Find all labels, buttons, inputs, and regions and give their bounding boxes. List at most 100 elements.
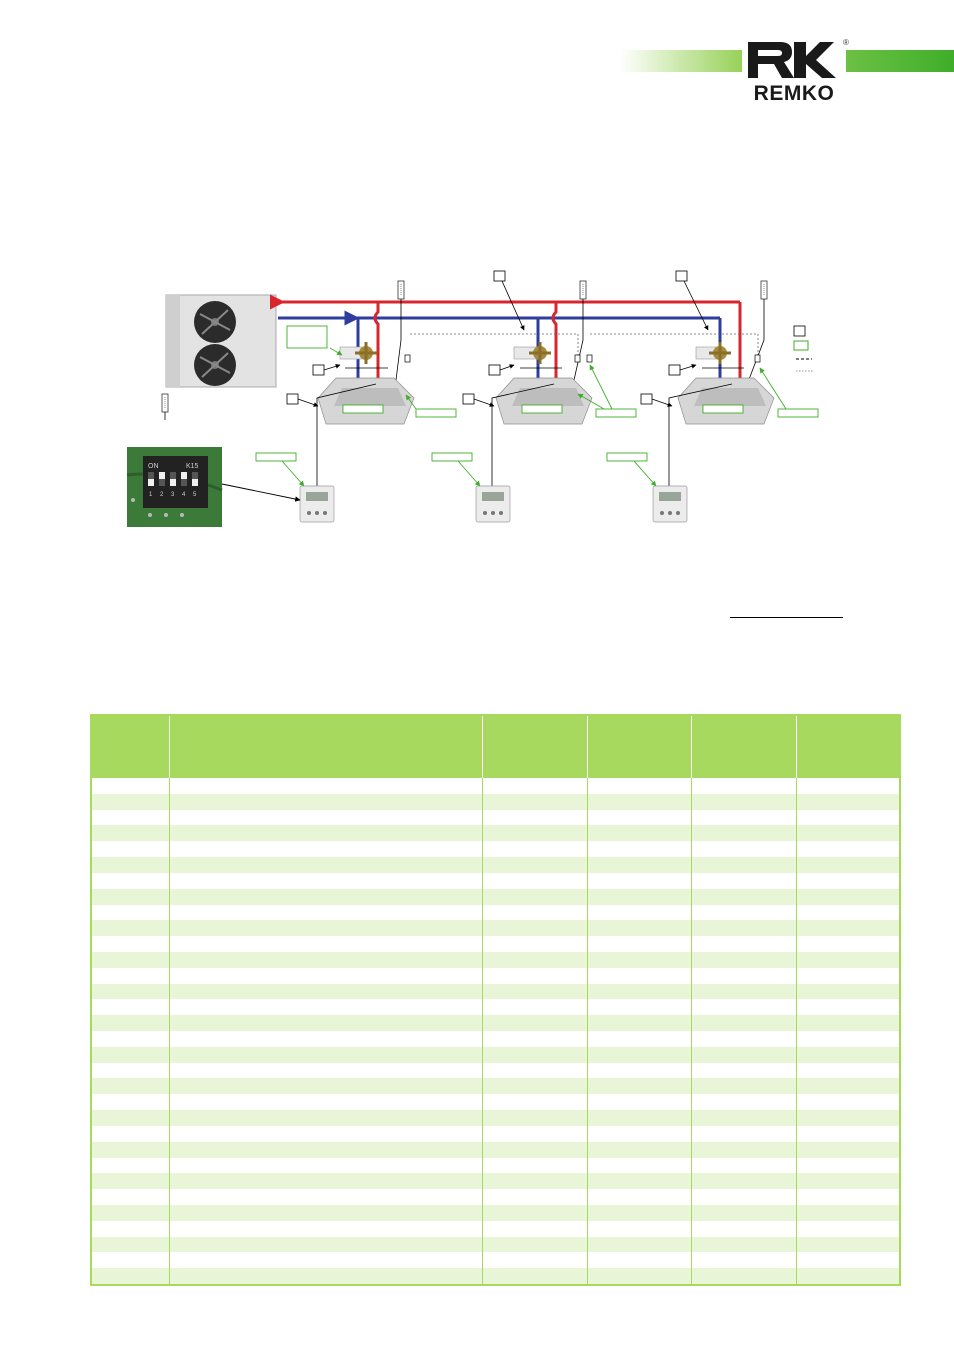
table-row [92,1031,899,1047]
table-cell [482,872,588,889]
table-cell [796,872,899,889]
remote-control-icon [652,485,688,523]
table-cell [587,1141,692,1158]
table-cell [482,1220,588,1237]
table-cell [587,888,692,905]
table-cell [169,1157,483,1174]
table-cell [169,1125,483,1142]
table-row [92,999,899,1016]
column-header [169,716,483,778]
table-row [92,1078,899,1095]
table-cell [796,1220,899,1237]
table-cell [587,1046,692,1063]
table-cell [92,1110,170,1126]
table-cell [92,936,170,952]
remko-logo [742,38,846,102]
black-callouts [297,280,709,407]
table-cell [92,857,170,873]
table-cell [796,809,899,826]
table-cell [587,904,692,921]
table-row [92,857,899,873]
table-cell [169,936,483,952]
table-cell [796,1141,899,1158]
table-cell [482,1094,588,1111]
table-cell [169,951,483,968]
dip-bank-label: K15 [186,463,199,470]
table-cell [587,1110,692,1126]
table-row [92,841,899,858]
table-cell [92,793,170,810]
sensor-icon [754,354,761,363]
registered-mark: ® [843,38,849,47]
column-header [587,716,692,778]
table-cell [587,778,692,794]
table-cell [691,1078,797,1095]
table-cell [482,1062,588,1079]
sensor-icon [574,354,581,363]
table-cell [92,999,170,1016]
table-cell [691,1157,797,1174]
table-cell [482,778,588,794]
table-cell [587,983,692,1000]
table-cell [169,1173,483,1190]
table-cell [169,888,483,905]
table-cell [691,872,797,889]
table-cell [482,920,588,937]
table-cell [587,1015,692,1031]
table-cell [169,1031,483,1047]
diagram-legend [793,325,814,372]
table-cell [92,1236,170,1253]
table-row [92,1252,899,1269]
table-row [92,936,899,952]
table-cell [796,951,899,968]
table-row [92,920,899,937]
logo-text: REMKO [753,82,835,105]
dip-switch-icon: ON K15 1 2 3 4 5 [126,447,301,527]
table-cell [92,1046,170,1063]
table-cell [92,809,170,826]
table-cell [169,778,483,794]
table-row [92,967,899,984]
dip-number: 3 [171,492,175,498]
table-cell [169,1015,483,1031]
table-cell [169,1252,483,1269]
table-row [92,951,899,968]
table-row [92,1062,899,1079]
table-cell [92,1062,170,1079]
table-cell [796,1110,899,1126]
table-cell [587,1268,692,1284]
table-cell [796,1031,899,1047]
table-cell [482,1110,588,1126]
table-cell [796,857,899,873]
spec-table [90,714,901,1286]
fuse-icon [573,280,587,381]
table-cell [691,1189,797,1205]
table-cell [169,825,483,842]
table-cell [169,1078,483,1095]
table-cell [587,1062,692,1079]
table-cell [92,1141,170,1158]
bus-line-2 [590,333,759,358]
table-cell [169,1204,483,1221]
table-cell [796,920,899,937]
table-row [92,904,899,921]
table-row [92,778,899,794]
table-cell [92,951,170,968]
sensor-icon [404,354,411,363]
table-cell [587,920,692,937]
column-header [482,716,588,778]
table-cell [796,904,899,921]
table-cell [587,967,692,984]
table-cell [691,825,797,842]
table-cell [587,1094,692,1111]
table-cell [587,1252,692,1269]
table-row [92,888,899,905]
table-cell [92,904,170,921]
table-cell [169,793,483,810]
table-cell [691,936,797,952]
table-cell [691,1141,797,1158]
text-underline [730,617,843,618]
table-row [92,1141,899,1158]
table-cell [482,888,588,905]
table-cell [482,857,588,873]
